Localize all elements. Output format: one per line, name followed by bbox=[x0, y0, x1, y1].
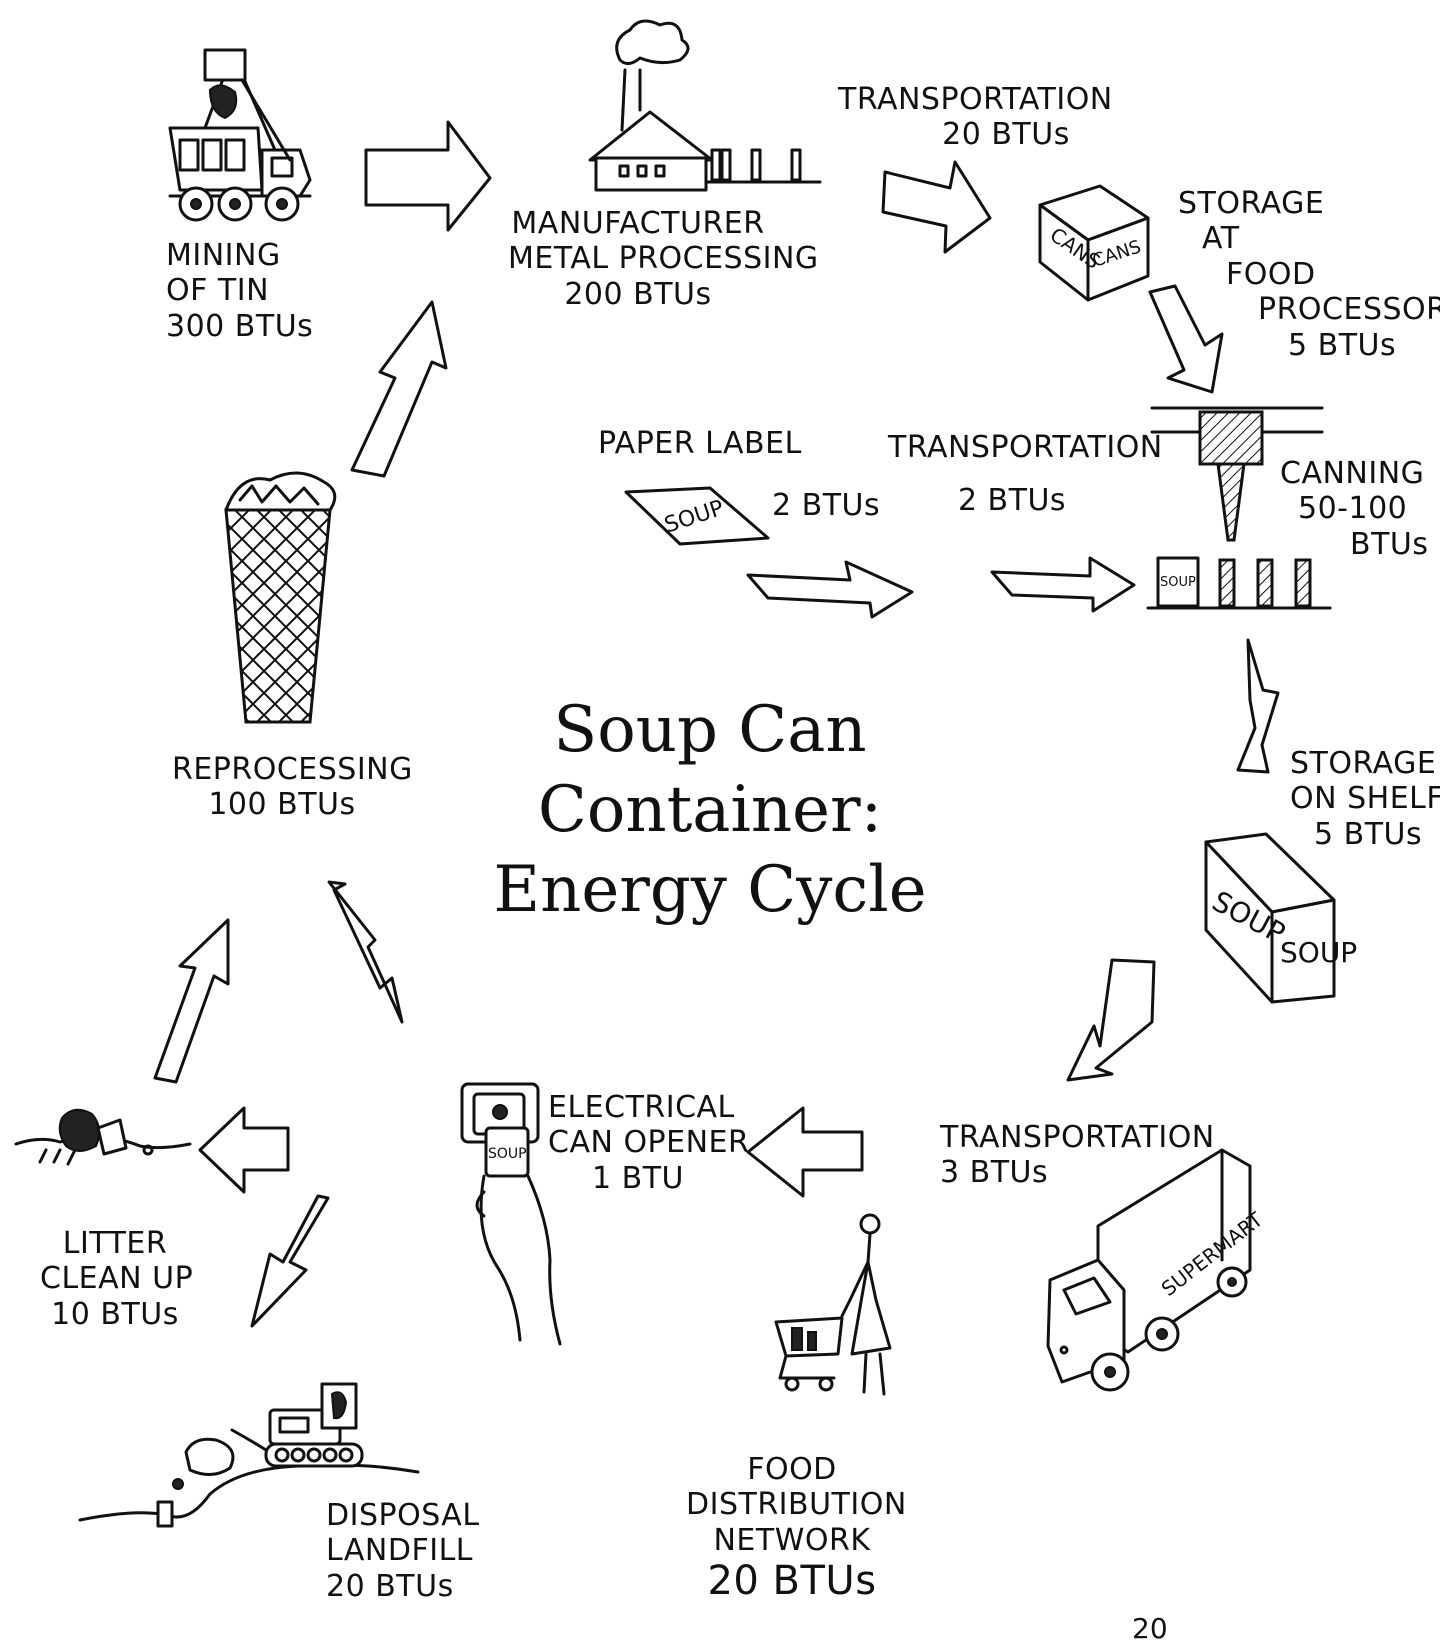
manufacturer-line-1: MANUFACTURER bbox=[508, 206, 768, 241]
litter-illustration bbox=[16, 1110, 190, 1164]
storage-processor-energy: 5 BTUs bbox=[1178, 328, 1408, 363]
litter-line-1: LITTER bbox=[40, 1226, 190, 1261]
arrow-to-litter bbox=[200, 1108, 288, 1192]
arrow-shelf-to-transport bbox=[1068, 960, 1154, 1080]
arrow-to-can-opener bbox=[748, 1108, 862, 1196]
transport-2-line-1: TRANSPORTATION bbox=[888, 430, 1136, 465]
litter-line-2: CLEAN UP bbox=[40, 1261, 190, 1296]
canning-line-1: CANNING bbox=[1280, 456, 1430, 491]
wastebasket-illustration bbox=[226, 473, 335, 722]
soup-box-illustration: SOUP SOUP bbox=[1206, 834, 1357, 1002]
arrow-label-to-canning bbox=[748, 562, 912, 617]
arrow-mining-to-manufacturer bbox=[366, 122, 490, 230]
shopper-illustration bbox=[776, 1215, 890, 1394]
can-opener-line-2: CAN OPENER bbox=[548, 1125, 728, 1160]
paper-label-line-1: PAPER LABEL bbox=[598, 426, 802, 461]
transport-1-label: TRANSPORTATION 20 BTUs bbox=[838, 82, 1084, 153]
mining-line-1: MINING bbox=[166, 238, 313, 273]
storage-processor-line-2: AT bbox=[1178, 221, 1408, 256]
diagram-title: Soup Can Container: Energy Cycle bbox=[430, 690, 990, 930]
can-opener-line-1: ELECTRICAL bbox=[548, 1090, 728, 1125]
transport-3-line-1: TRANSPORTATION bbox=[940, 1120, 1215, 1155]
manufacturer-line-2: METAL PROCESSING bbox=[508, 241, 768, 276]
landfill-energy: 20 BTUs bbox=[326, 1569, 480, 1604]
canning-label: CANNING 50-100 BTUs bbox=[1280, 456, 1430, 562]
storage-shelf-line-2: ON SHELF bbox=[1290, 781, 1436, 816]
diagram-title-line-2: Energy Cycle bbox=[430, 850, 990, 930]
opener-can-label: SOUP bbox=[488, 1146, 527, 1162]
landfill-line-1: DISPOSAL bbox=[326, 1498, 480, 1533]
arrow-litter-to-reprocessing bbox=[155, 920, 228, 1082]
reprocessing-energy: 100 BTUs bbox=[172, 787, 392, 822]
distribution-line-3: NETWORK bbox=[686, 1523, 898, 1558]
storage-shelf-line-1: STORAGE bbox=[1290, 746, 1436, 781]
mining-line-2: OF TIN bbox=[166, 273, 313, 308]
mining-label: MINING OF TIN 300 BTUs bbox=[166, 238, 313, 344]
storage-shelf-label: STORAGE ON SHELF 5 BTUs bbox=[1290, 746, 1436, 852]
arrow-reprocessing-to-manufacturer bbox=[352, 302, 446, 476]
distribution-energy: 20 BTUs bbox=[686, 1558, 898, 1605]
paper-label-illustration: SOUP bbox=[626, 488, 768, 544]
can-opener-energy: 1 BTU bbox=[548, 1161, 728, 1196]
arrow-transport-to-canning bbox=[992, 558, 1134, 611]
distribution-line-1: FOOD bbox=[686, 1452, 898, 1487]
canning-can-label: SOUP bbox=[1160, 575, 1196, 590]
factory-illustration bbox=[590, 21, 820, 190]
can-opener-label: ELECTRICAL CAN OPENER 1 BTU bbox=[548, 1090, 728, 1196]
diagram-title-line-1: Soup Can Container: bbox=[430, 690, 990, 850]
transport-3-energy: 3 BTUs bbox=[940, 1155, 1215, 1190]
arrow-to-cans-storage bbox=[883, 162, 990, 252]
manufacturer-energy: 200 BTUs bbox=[508, 277, 768, 312]
canning-energy: BTUs bbox=[1280, 527, 1430, 562]
landfill-line-2: LANDFILL bbox=[326, 1533, 480, 1568]
storage-processor-label: STORAGE AT FOOD PROCESSOR 5 BTUs bbox=[1178, 186, 1408, 363]
cans-box-illustration: CANS CANS bbox=[1040, 186, 1148, 300]
litter-label: LITTER CLEAN UP 10 BTUs bbox=[40, 1226, 190, 1332]
distribution-label: FOOD DISTRIBUTION NETWORK 20 BTUs bbox=[686, 1452, 898, 1605]
transport-3-label: TRANSPORTATION 3 BTUs bbox=[940, 1120, 1215, 1191]
can-opener-illustration: SOUP bbox=[462, 1084, 560, 1344]
storage-processor-line-3: FOOD bbox=[1178, 257, 1408, 292]
transport-2-label: TRANSPORTATION 2 BTUs bbox=[888, 430, 1136, 519]
arrow-to-landfill bbox=[252, 1196, 328, 1326]
arrow-canning-to-shelf bbox=[1238, 640, 1278, 772]
soup-box-label-right: SOUP bbox=[1280, 936, 1357, 969]
page-number: 20 bbox=[1132, 1612, 1168, 1645]
mining-energy: 300 BTUs bbox=[166, 309, 313, 344]
paper-label-stage: PAPER LABEL bbox=[598, 426, 802, 461]
storage-processor-line-1: STORAGE bbox=[1178, 186, 1408, 221]
canning-line-2: 50-100 bbox=[1280, 491, 1430, 526]
manufacturer-label: MANUFACTURER METAL PROCESSING 200 BTUs bbox=[508, 206, 768, 312]
reprocessing-label: REPROCESSING 100 BTUs bbox=[172, 752, 392, 823]
storage-processor-line-4: PROCESSOR bbox=[1178, 292, 1408, 327]
paper-label-energy: 2 BTUs bbox=[772, 488, 880, 523]
litter-energy: 10 BTUs bbox=[40, 1297, 190, 1332]
transport-1-line-1: TRANSPORTATION bbox=[838, 82, 1084, 117]
landfill-label: DISPOSAL LANDFILL 20 BTUs bbox=[326, 1498, 480, 1604]
dump-truck-illustration bbox=[170, 50, 310, 220]
reprocessing-line-1: REPROCESSING bbox=[172, 752, 392, 787]
distribution-line-2: DISTRIBUTION bbox=[686, 1487, 898, 1522]
transport-1-energy: 20 BTUs bbox=[838, 117, 1084, 152]
transport-2-energy: 2 BTUs bbox=[888, 483, 1136, 518]
arrow-opener-to-reprocessing bbox=[329, 882, 402, 1022]
storage-shelf-energy: 5 BTUs bbox=[1290, 817, 1436, 852]
